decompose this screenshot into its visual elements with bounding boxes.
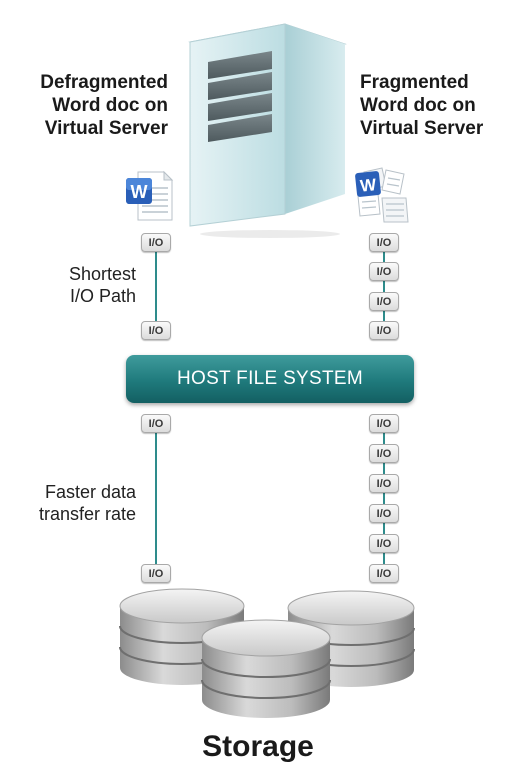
io-badge: I/O: [369, 534, 399, 553]
server-tower-icon: [188, 23, 347, 238]
disk-stack-left: [119, 588, 245, 685]
io-badge: I/O: [369, 564, 399, 583]
left-note-top-line-2: I/O Path: [69, 286, 136, 306]
svg-text:W: W: [131, 182, 148, 202]
right-title-line-2: Word doc on: [360, 95, 476, 116]
fragmented-word-document-icon: W: [355, 167, 409, 223]
left-note-bottom: Faster data transfer rate: [16, 481, 136, 525]
left-lower-io-path-line: [155, 430, 157, 570]
io-badge: I/O: [141, 233, 171, 252]
left-note-top-line-1: Shortest: [68, 264, 136, 284]
io-badge: I/O: [369, 292, 399, 311]
drive-bays: [208, 51, 272, 142]
io-badge: I/O: [141, 321, 171, 340]
left-title-line-2: Word doc on: [52, 95, 168, 116]
left-note-top: Shortest I/O Path: [20, 263, 136, 307]
io-badge: I/O: [141, 414, 171, 433]
right-title-line-1: Fragmented: [360, 72, 469, 93]
svg-text:W: W: [359, 175, 378, 196]
io-badge: I/O: [369, 444, 399, 463]
disk-stack-middle: [201, 619, 331, 718]
right-title-line-3: Virtual Server: [360, 118, 484, 139]
left-title-line-1: Defragmented: [40, 72, 168, 93]
right-upper-io-path-line: [383, 250, 385, 325]
left-title-line-3: Virtual Server: [44, 118, 168, 139]
io-badge: I/O: [369, 233, 399, 252]
io-badge: I/O: [369, 474, 399, 493]
io-badge: I/O: [369, 321, 399, 340]
io-badge: I/O: [141, 564, 171, 583]
io-badge: I/O: [369, 262, 399, 281]
database-disk-stack-icon: [119, 588, 415, 718]
storage-label: Storage: [202, 730, 314, 763]
word-document-icon: W: [126, 170, 174, 221]
right-title: Fragmented Word doc on Virtual Server: [360, 71, 506, 140]
left-title: Defragmented Word doc on Virtual Server: [10, 71, 168, 140]
io-badge: I/O: [369, 504, 399, 523]
host-file-system-bar: HOST FILE SYSTEM: [126, 355, 414, 403]
left-upper-io-path-line: [155, 250, 157, 325]
left-note-bottom-line-2: transfer rate: [38, 504, 136, 524]
right-lower-io-path-line: [383, 430, 385, 570]
left-note-bottom-line-1: Faster data: [44, 482, 136, 502]
io-badge: I/O: [369, 414, 399, 433]
